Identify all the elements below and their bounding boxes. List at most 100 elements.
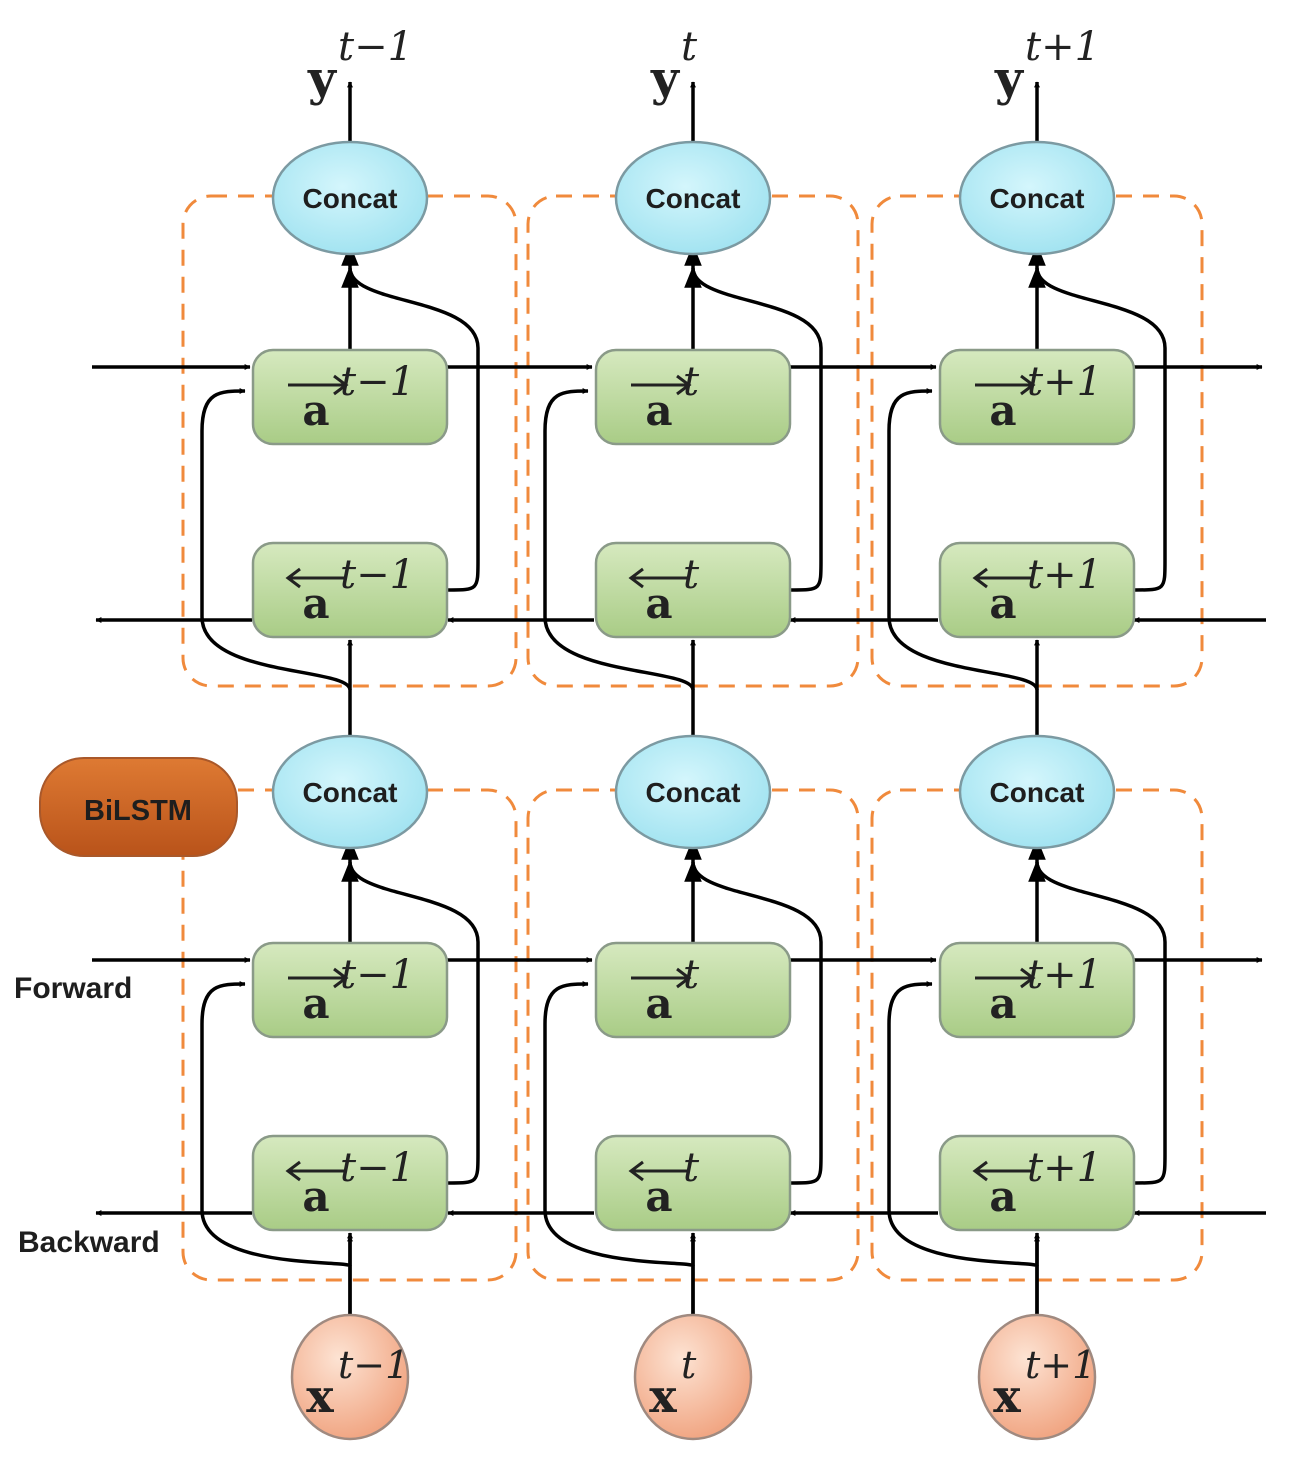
forward-cell-box: [594, 348, 792, 446]
backward-cell-lower-2: at+1: [938, 1134, 1136, 1232]
input-to-forward-upper-0: [200, 388, 352, 691]
forward-cell-lower-0: at−1: [251, 941, 449, 1039]
cell-superscript: t−1: [340, 552, 415, 598]
cell-letter: a: [302, 979, 329, 1028]
cell-superscript: t−1: [340, 952, 415, 998]
bilstm-badge-label: BiLSTM: [84, 795, 192, 827]
cell-letter: a: [645, 979, 672, 1028]
output-letter: y: [307, 51, 338, 107]
forward-cell-box: [251, 348, 449, 446]
backward-arrow-glyph: [972, 567, 1033, 589]
input-to-forward-lower-2: [887, 981, 1039, 1268]
backward-to-concat-upper-1: [684, 265, 823, 592]
forward-arrow-glyph: [975, 967, 1036, 989]
concat-node-lower-0: Concat: [271, 734, 429, 850]
input-to-forward-lower-0: [200, 981, 352, 1268]
backward-cell-box: [594, 1134, 792, 1232]
forward-cell-box: [251, 941, 449, 1039]
backward-arrow-glyph: [285, 567, 346, 589]
forward-label: Forward: [14, 972, 132, 1005]
concat-ellipse: [271, 734, 429, 850]
cell-letter: a: [645, 386, 672, 435]
input-node-2: xt+1: [977, 1313, 1097, 1441]
backward-cell-box: [938, 541, 1136, 639]
concat-ellipse: [614, 734, 772, 850]
cell-superscript: t: [683, 552, 700, 598]
forward-cell-box: [938, 941, 1136, 1039]
cell-superscript: t−1: [340, 359, 415, 405]
output-letter: y: [650, 51, 681, 107]
input-to-forward-upper-2: [887, 388, 1039, 691]
forward-arrow-glyph: [288, 374, 349, 396]
backward-arrow-glyph: [972, 1160, 1033, 1182]
forward-cell-box: [938, 348, 1136, 446]
cell-superscript: t: [683, 1145, 700, 1191]
cell-letter: a: [645, 579, 672, 628]
input-circle: [977, 1313, 1097, 1441]
input-letter: x: [649, 1369, 677, 1423]
forward-arrow-glyph: [288, 967, 349, 989]
concat-label: Concat: [990, 183, 1085, 214]
forward-cell-upper-2: at+1: [938, 348, 1136, 446]
backward-to-concat-lower-1: [684, 859, 823, 1185]
concat-node-upper-1: Concat: [614, 140, 772, 256]
cell-superscript: t: [683, 952, 700, 998]
forward-cell-upper-0: at−1: [251, 348, 449, 446]
output-label-0: yt−1: [307, 24, 413, 107]
backward-to-concat-upper-2: [1028, 265, 1167, 592]
concat-label: Concat: [303, 183, 398, 214]
input-superscript: t+1: [1025, 1343, 1096, 1387]
cell-letter: a: [989, 979, 1016, 1028]
concat-ellipse: [958, 734, 1116, 850]
input-superscript: t: [681, 1343, 697, 1387]
input-superscript: t−1: [338, 1343, 409, 1387]
cell-superscript: t+1: [1027, 952, 1102, 998]
backward-cell-upper-0: at−1: [251, 541, 449, 639]
cell-letter: a: [989, 386, 1016, 435]
forward-arrow-glyph: [975, 374, 1036, 396]
cell-superscript: t−1: [340, 1145, 415, 1191]
forward-cell-lower-1: at: [594, 941, 792, 1039]
backward-arrow-glyph: [628, 567, 689, 589]
backward-cell-lower-1: at: [594, 1134, 792, 1232]
backward-cell-box: [251, 541, 449, 639]
concat-label: Concat: [646, 777, 741, 808]
input-node-1: xt: [633, 1313, 753, 1441]
cell-letter: a: [302, 1172, 329, 1221]
backward-cell-box: [594, 541, 792, 639]
backward-label: Backward: [18, 1226, 160, 1259]
output-superscript: t+1: [1025, 24, 1100, 70]
backward-to-concat-lower-2: [1028, 859, 1167, 1185]
input-circle: [290, 1313, 410, 1441]
forward-arrow-glyph: [631, 967, 692, 989]
concat-node-upper-0: Concat: [271, 140, 429, 256]
input-circle: [633, 1313, 753, 1441]
cell-superscript: t: [683, 359, 700, 405]
cell-letter: a: [645, 1172, 672, 1221]
output-label-1: yt: [650, 24, 698, 107]
concat-label: Concat: [990, 777, 1085, 808]
concat-label: Concat: [303, 777, 398, 808]
backward-to-concat-lower-0: [341, 859, 480, 1185]
cell-letter: a: [302, 386, 329, 435]
backward-arrow-glyph: [628, 1160, 689, 1182]
backward-cell-box: [251, 1134, 449, 1232]
output-letter: y: [994, 51, 1025, 107]
cell-letter: a: [989, 1172, 1016, 1221]
concat-label: Concat: [646, 183, 741, 214]
output-superscript: t−1: [338, 24, 413, 70]
bilstm-badge: BiLSTM: [39, 757, 238, 857]
input-node-0: xt−1: [290, 1313, 410, 1441]
cell-superscript: t+1: [1027, 359, 1102, 405]
cell-superscript: t+1: [1027, 552, 1102, 598]
cell-superscript: t+1: [1027, 1145, 1102, 1191]
forward-cell-box: [594, 941, 792, 1039]
concat-node-upper-2: Concat: [958, 140, 1116, 256]
concat-node-lower-1: Concat: [614, 734, 772, 850]
output-superscript: t: [681, 24, 698, 70]
input-to-forward-lower-1: [543, 981, 695, 1268]
forward-cell-upper-1: at: [594, 348, 792, 446]
backward-cell-box: [938, 1134, 1136, 1232]
cell-letter: a: [989, 579, 1016, 628]
